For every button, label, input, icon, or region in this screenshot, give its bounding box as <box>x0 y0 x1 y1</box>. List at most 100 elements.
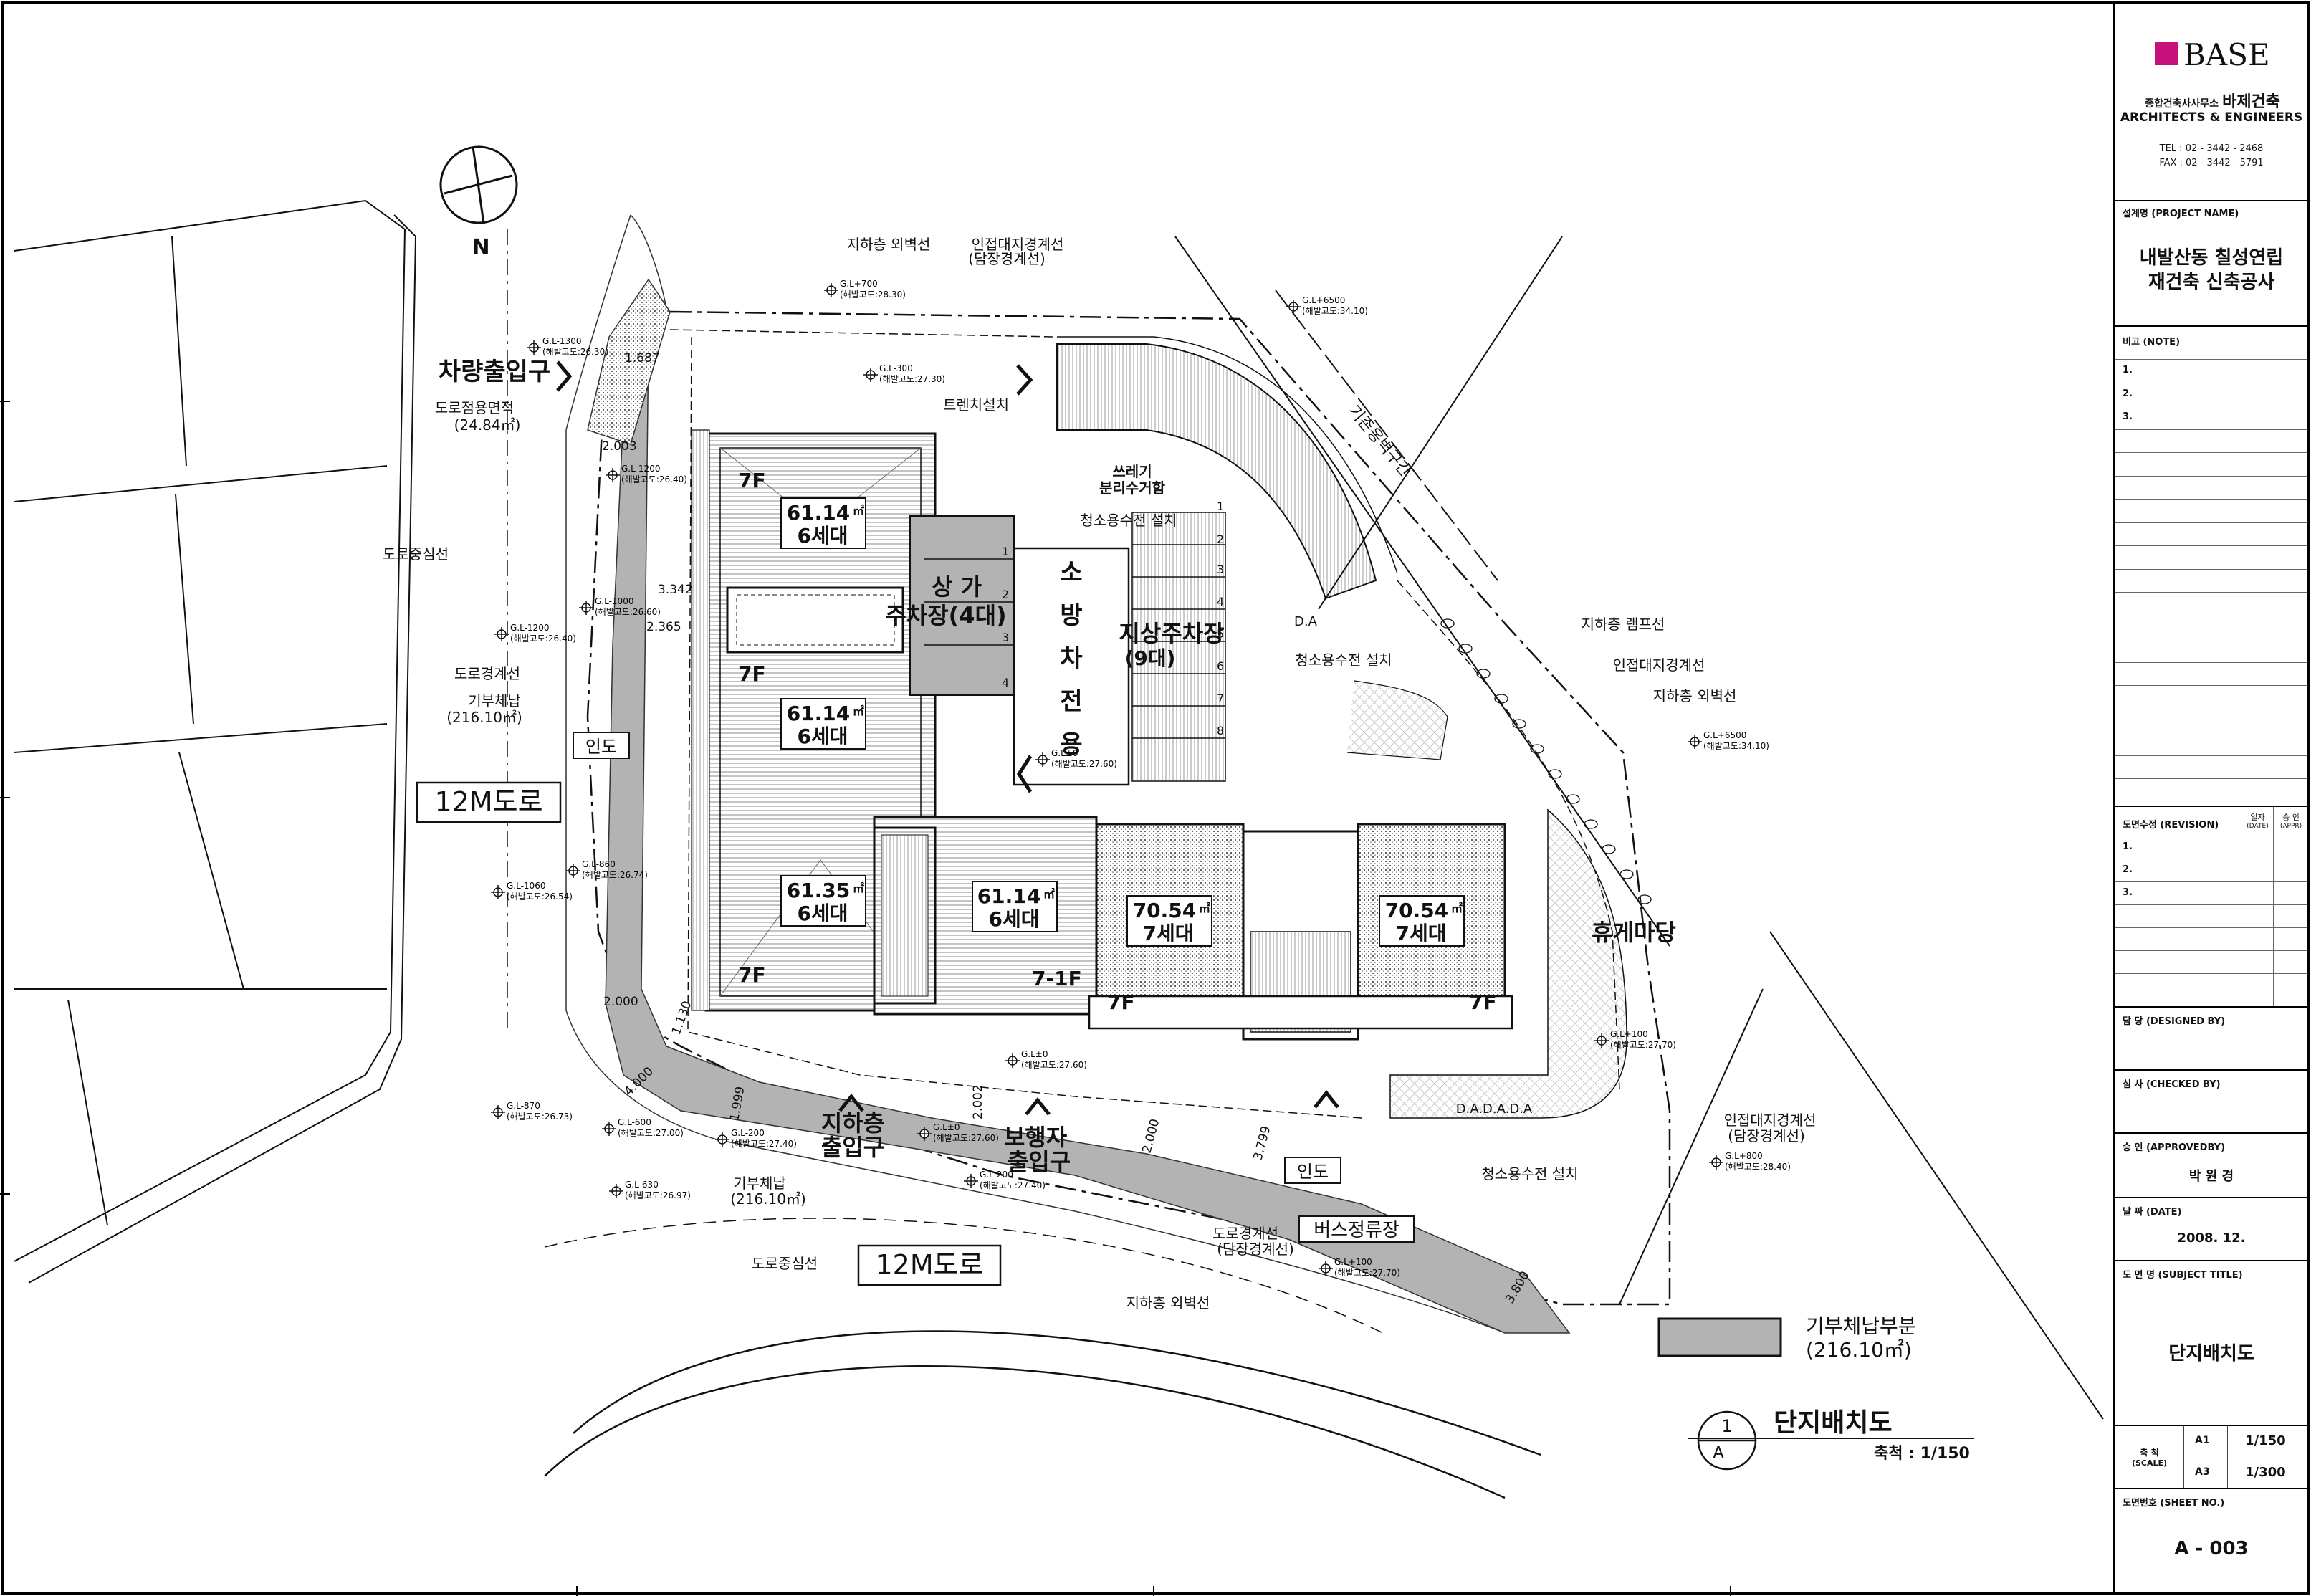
note-item-3: 3. <box>2123 411 2133 422</box>
svg-text:7: 7 <box>1217 692 1224 705</box>
vehicle-entrance-label: 차량출입구 <box>439 358 550 386</box>
scale-a3-label: A3 <box>2195 1466 2210 1478</box>
unit-6-unit: ㎡ <box>1451 902 1463 915</box>
donation-south-label: 기부체납 <box>733 1175 786 1192</box>
firm-korean-prefix: 종합건축사사무소 <box>2144 98 2219 110</box>
unit-2-unit: ㎡ <box>853 704 864 718</box>
sheet-no-box: 도면번호 (SHEET NO.) A - 003 <box>2115 1488 2307 1593</box>
adjacent-line-top-sub: (담장경계선) <box>968 250 1046 267</box>
level-marker-gl: G.L±0 <box>1021 1049 1048 1059</box>
road-boundary-south: 도로경계선 <box>1212 1225 1278 1242</box>
commercial-parking-label-1: 상 가 <box>932 573 982 601</box>
note-box: 비고 (NOTE) 1. 2. 3. <box>2115 325 2307 806</box>
fire-lane-char-1: 소 <box>1060 558 1082 587</box>
project-label: 설계명 (PROJECT NAME) <box>2123 209 2239 219</box>
west-parcels <box>14 199 417 1284</box>
level-marker-elevation: (해발고도:34.10) <box>1302 306 1368 316</box>
level-marker-elevation: (해발고도:28.40) <box>1725 1162 1791 1172</box>
note-label: 비고 (NOTE) <box>2123 337 2181 348</box>
project-line-2: 재건축 신축공사 <box>2148 272 2275 293</box>
ground-parking-label-2: (9대) <box>1125 646 1176 670</box>
level-marker: G.L-1200(해발고도:26.40) <box>494 623 576 644</box>
road-boundary-west: 도로경계선 <box>454 665 520 682</box>
fire-lane <box>1013 547 1130 786</box>
svg-text:8: 8 <box>1217 724 1224 737</box>
scale-a1-divider <box>2227 1426 2228 1458</box>
level-marker: G.L+100(해발고도:27.70) <box>1319 1257 1400 1278</box>
unit-1-area: 61.14 <box>787 501 851 525</box>
garbage-label-2: 분리수거함 <box>1099 479 1166 497</box>
unit-1-count: 6세대 <box>797 524 848 548</box>
level-marker: G.L-600(해발고도:27.00) <box>602 1117 684 1138</box>
project-box: 설계명 (PROJECT NAME) 내발산동 칠성연립 재건축 신축공사 <box>2115 200 2307 325</box>
ramp-line-label: 지하층 램프선 <box>1582 616 1665 633</box>
level-marker-gl: G.L+6500 <box>1703 730 1746 740</box>
firm-english: ARCHITECTS & ENGINEERS <box>2120 110 2303 125</box>
bus-stop-label: 버스정류장 <box>1314 1220 1399 1241</box>
adjacent-line-top: 인접대지경계선 <box>972 236 1064 253</box>
donation-west-label: 기부체납 <box>468 692 521 709</box>
revision-appr-header-en: (APPR) <box>2279 823 2302 830</box>
level-marker-gl: G.L-600 <box>618 1117 651 1127</box>
level-marker: G.L+800(해발고도:28.40) <box>1709 1151 1791 1172</box>
faucet-label-2: 청소용수전 설치 <box>1295 651 1392 669</box>
floor-label-2: 7F <box>738 662 766 686</box>
level-marker: G.L+100(해발고도:27.70) <box>1594 1029 1676 1050</box>
level-marker-elevation: (해발고도:27.70) <box>1334 1268 1400 1278</box>
level-marker-elevation: (해발고도:28.30) <box>840 290 906 300</box>
drawing-title-symbol <box>1688 1410 1974 1471</box>
basement-wall-east: 지하층 외벽선 <box>1653 687 1737 704</box>
note-item-1: 1. <box>2123 365 2133 376</box>
scale-label: 축 척 <box>2140 1448 2159 1458</box>
unit-1-unit: ㎡ <box>853 504 864 517</box>
svg-text:2.000: 2.000 <box>603 995 638 1009</box>
level-marker-elevation: (해발고도:26.30) <box>542 347 608 357</box>
firm-tel: TEL : 02 - 3442 - 2468 <box>2159 143 2264 154</box>
level-marker-gl: G.L-200 <box>731 1128 765 1138</box>
level-marker-gl: G.L-300 <box>879 363 913 373</box>
level-marker-gl: G.L-870 <box>507 1101 540 1111</box>
garbage-label-1: 쓰레기 <box>1112 463 1152 480</box>
approved-name: 박 원 경 <box>2188 1169 2234 1184</box>
commercial-parking-label-2: 주차장(4대) <box>885 602 1006 629</box>
road-centerline-south: 도로중심선 <box>752 1255 818 1272</box>
commercial-parking <box>909 515 1015 696</box>
firm-fax: FAX : 02 - 3442 - 5791 <box>2159 158 2264 168</box>
level-marker: G.L-1200(해발고도:26.40) <box>606 464 687 484</box>
road-area-value: (24.84㎡) <box>454 416 521 434</box>
svg-text:3.342: 3.342 <box>658 583 693 597</box>
level-marker: G.L-1060(해발고도:26.54) <box>491 881 573 902</box>
basement-wall-top: 지하층 외벽선 <box>847 236 931 253</box>
level-marker-elevation: (해발고도:27.40) <box>731 1139 797 1149</box>
date-label: 날 짜 (DATE) <box>2123 1207 2182 1218</box>
brand-area: BASE 종합건축사사무소 바제건축 ARCHITECTS & ENGINEER… <box>2115 3 2307 211</box>
legend-value: (216.10㎡) <box>1806 1338 1912 1362</box>
unit-2-area: 61.14 <box>787 702 851 725</box>
adjacent-line-southeast-sub: (담장경계선) <box>1728 1127 1805 1145</box>
unit-3-unit: ㎡ <box>853 881 864 895</box>
note-item-2: 2. <box>2123 388 2133 399</box>
unit-5-count: 7세대 <box>1142 922 1193 945</box>
retaining-wall <box>1440 618 1652 904</box>
basement-entrance-label-2: 출입구 <box>821 1134 884 1161</box>
unit-4-count: 6세대 <box>988 907 1039 931</box>
sidewalk-south-label: 인도 <box>1297 1162 1329 1182</box>
road-south-label: 12M도로 <box>875 1249 983 1281</box>
approved-label: 승 인 (APPROVEDBY) <box>2123 1142 2226 1153</box>
fire-lane-char-5: 용 <box>1060 730 1082 759</box>
checked-label: 심 사 (CHECKED BY) <box>2123 1079 2221 1090</box>
donation-west-value: (216.10㎡) <box>446 709 522 726</box>
level-marker-gl: G.L+6500 <box>1302 295 1345 305</box>
svg-text:1: 1 <box>1002 545 1009 558</box>
firm-korean: 종합건축사사무소 바제건축 <box>2121 89 2304 112</box>
unit-labels: 61.14 ㎡ 6세대 61.14 ㎡ 6세대 61.35 ㎡ 6세대 61.1… <box>780 497 1465 947</box>
unit-6-count: 7세대 <box>1395 922 1446 945</box>
revision-item-3: 3. <box>2123 887 2133 898</box>
approved-box: 승 인 (APPROVEDBY) 박 원 경 <box>2115 1132 2307 1197</box>
rest-yard-label: 휴게마당 <box>1592 919 1676 946</box>
date-box: 날 짜 (DATE) 2008. 12. <box>2115 1197 2307 1260</box>
level-marker-gl: G.L+700 <box>840 279 878 289</box>
level-marker-gl: G.L-1200 <box>510 623 549 633</box>
level-marker-gl: G.L±0 <box>933 1122 960 1132</box>
